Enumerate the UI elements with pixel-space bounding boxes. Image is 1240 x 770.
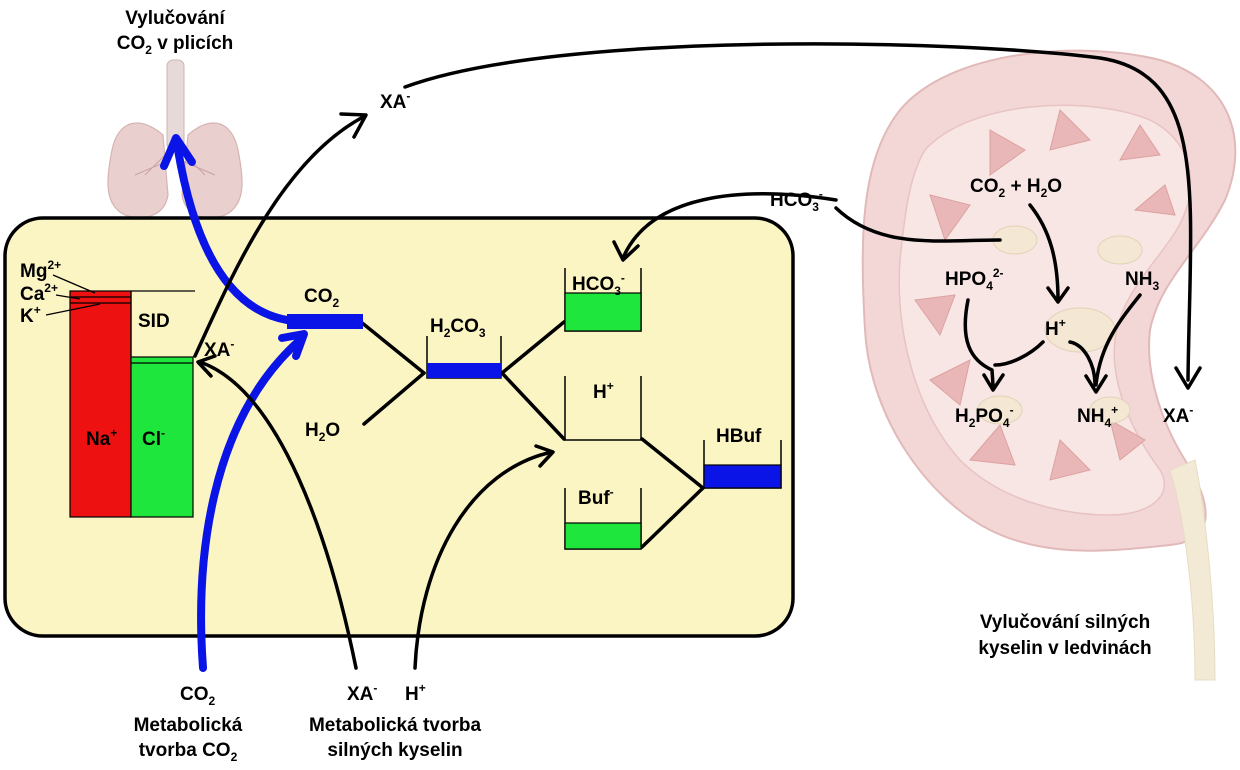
h2co3-level	[427, 363, 501, 378]
xa-top-label: XA-	[380, 89, 410, 113]
na-bar	[69, 290, 132, 518]
hco3-middle-label: HCO3-	[770, 187, 823, 214]
hbuf-level	[703, 464, 782, 489]
hco3-cell-label: HCO3-	[572, 271, 625, 298]
hco3-level	[564, 292, 642, 332]
nh3-label: NH3	[1125, 269, 1159, 293]
h-cell-label: H+	[593, 379, 614, 403]
h-bottom-label: H+	[405, 681, 426, 705]
cl-bar	[130, 356, 194, 518]
k-ion-label: K+	[20, 303, 41, 327]
buf-level	[564, 522, 642, 550]
co2-h2o-label: CO2 + H2O	[970, 176, 1062, 200]
metabolic-acids-line2: silných kyselin	[327, 740, 462, 761]
kidney-title-line1: Vylučování silných	[980, 612, 1150, 633]
kidney-illustration	[861, 49, 1237, 681]
na-label: Na+	[86, 426, 117, 450]
h2o-label: H2O	[305, 420, 340, 444]
black-arrows	[193, 42, 1202, 670]
mg-ion-label: Mg2+	[20, 258, 61, 282]
hbuf-label: HBuf	[716, 426, 762, 447]
buf-label: Buf-	[578, 485, 614, 509]
renal-pyramids	[914, 109, 1176, 481]
lungs-illustration	[107, 59, 243, 219]
co2-level	[287, 314, 363, 329]
co2-cell-label: CO2	[304, 286, 340, 310]
co2-metabolic-arrow	[197, 336, 304, 672]
calyces	[977, 225, 1143, 425]
metabolic-co2-line1: Metabolická	[134, 715, 243, 736]
kidney-title-line2: kyselin v ledvinách	[978, 638, 1151, 659]
sid-label: SID	[138, 311, 170, 332]
xa-bottom-label: XA-	[347, 681, 377, 705]
cl-label: Cl-	[142, 426, 165, 450]
xa-kidney-label: XA-	[1163, 403, 1193, 427]
metabolic-acids-line1: Metabolická tvorba	[309, 715, 482, 736]
reaction-network	[359, 320, 705, 549]
ureter	[1169, 459, 1216, 681]
h-pool	[564, 376, 642, 441]
lungs-title: Vylučování	[125, 8, 225, 29]
hpo4-label: HPO42-	[945, 266, 1004, 293]
h2co3-label: H2CO3	[430, 316, 486, 340]
co2-bottom-label: CO2	[180, 684, 216, 708]
h-kidney-label: H+	[1045, 316, 1066, 340]
ca-ion-label: Ca2+	[20, 281, 58, 305]
lungs-title-line2: CO2 v plicích	[117, 33, 234, 57]
co2-exhale-arrow	[174, 146, 291, 324]
metabolic-co2-line2: tvorba CO2	[139, 740, 238, 764]
h2po4-label: H2PO4-	[955, 403, 1014, 430]
nh4-label: NH4+	[1077, 403, 1118, 430]
left-lung	[107, 122, 169, 219]
